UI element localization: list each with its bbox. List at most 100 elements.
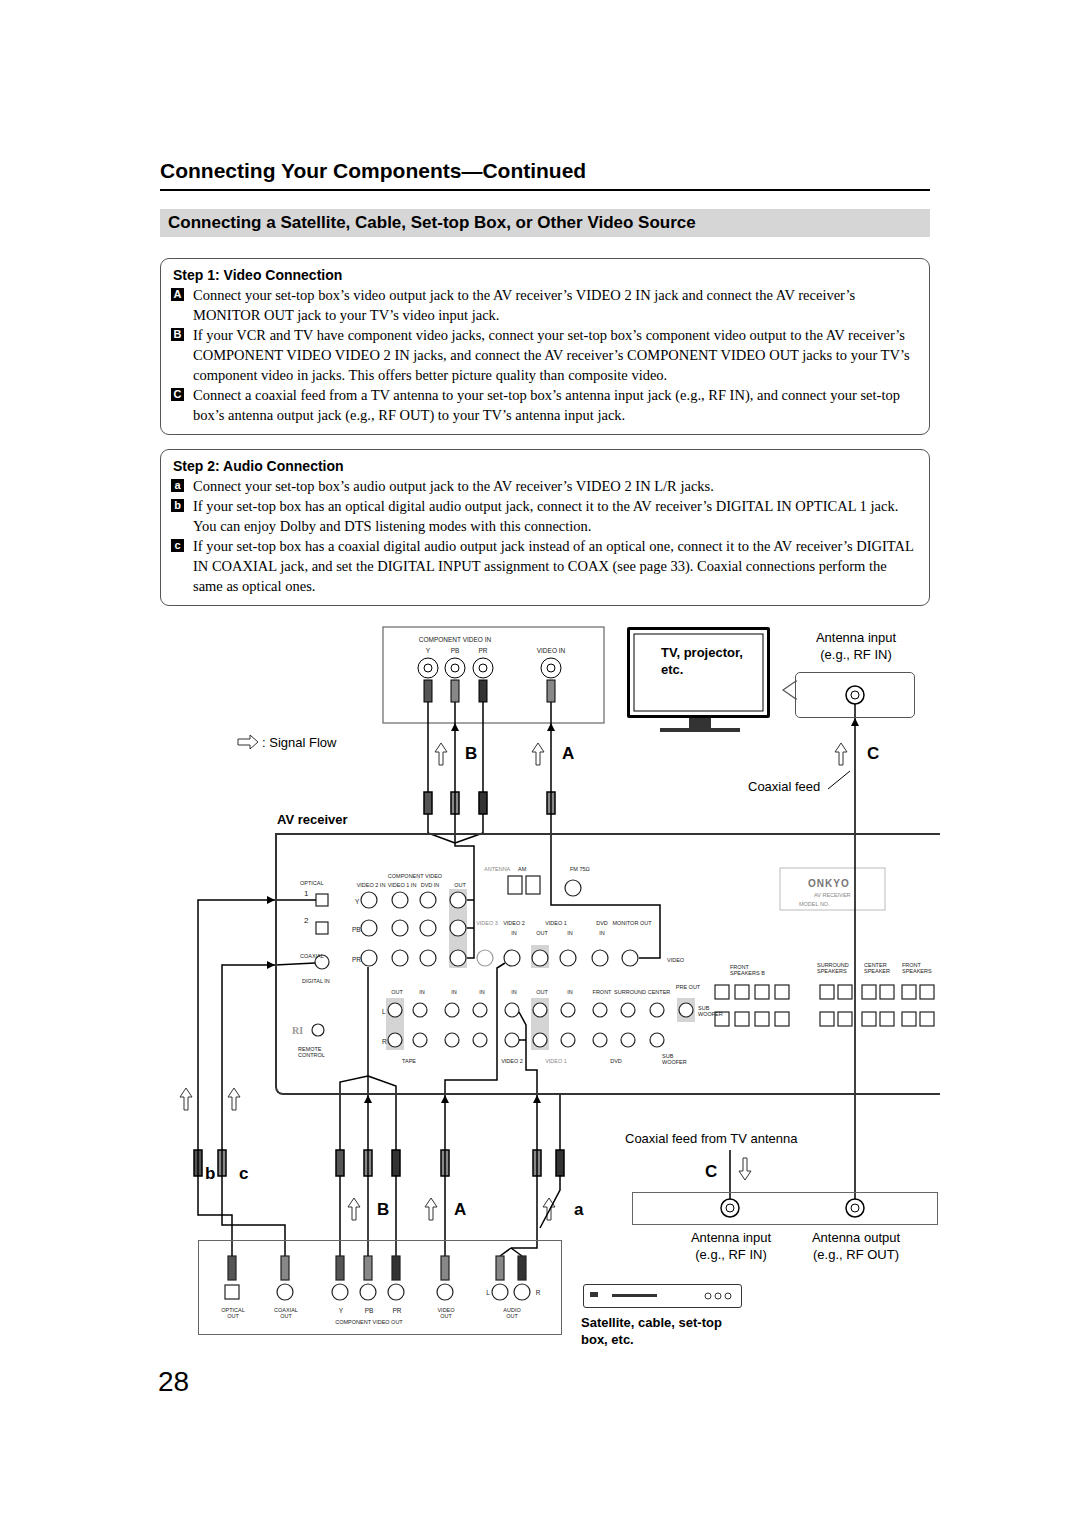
panel-label: SURROUND SPEAKERS <box>817 962 851 975</box>
cable-connector <box>454 723 456 833</box>
panel-label: PR <box>392 1307 401 1314</box>
receiver-jacks-part <box>392 920 408 936</box>
tv-set-part <box>634 634 763 711</box>
receiver-jacks-part <box>316 894 328 906</box>
panel-label: OUT <box>454 882 466 888</box>
receiver-jacks-part <box>679 1003 693 1017</box>
arrow-head <box>547 723 555 731</box>
receiver-jacks-part <box>920 1012 934 1026</box>
page-number: 28 <box>158 1366 189 1398</box>
panel-label: ANTENNA <box>484 866 510 872</box>
receiver-jacks-part <box>445 1033 459 1047</box>
step-box: Step 2: Audio ConnectionaConnect your se… <box>160 449 930 606</box>
signal-flow-arrows-part <box>435 743 447 765</box>
page-header: Connecting Your Components—Continued <box>160 158 586 184</box>
step-row: CConnect a coaxial feed from a TV antenn… <box>171 385 919 425</box>
receiver-jacks-part <box>533 1033 547 1047</box>
receiver-shading-part <box>531 945 549 968</box>
panel-label: SUB WOOFER <box>662 1053 690 1066</box>
signal-flow-arrows-part <box>543 1198 555 1220</box>
legend-sample-part <box>238 735 258 749</box>
panel-label: PR <box>352 956 361 963</box>
cable-connector <box>198 900 275 1240</box>
panel-label: Antenna input (e.g., RF IN) <box>804 629 908 663</box>
callout-letter: c <box>237 1164 250 1184</box>
arrow-head <box>364 1095 372 1103</box>
panel-label: DVD IN <box>421 882 440 888</box>
receiver-jacks-part <box>593 1003 607 1017</box>
tv-cables-part <box>454 702 456 723</box>
settop-device-part <box>612 1294 657 1297</box>
annotation: Coaxial feed <box>748 778 820 795</box>
receiver-jacks-part <box>392 950 408 966</box>
receiver-jacks-part <box>735 1012 749 1026</box>
panel-label: 1 <box>304 890 308 899</box>
instruction-text: Connect your set-top box’s audio output … <box>193 476 714 496</box>
settop-device-part <box>715 1293 721 1299</box>
receiver-jacks-part <box>388 1033 402 1047</box>
signal-flow-arrows-part <box>180 1088 192 1110</box>
panel-label: AM <box>518 866 526 872</box>
callout-letter: B <box>171 328 184 341</box>
tv-jacks-part <box>479 680 487 702</box>
settop-device <box>590 1292 731 1299</box>
settop-jacks-part <box>518 1256 526 1280</box>
panel-label: DIGITAL IN <box>302 978 330 984</box>
settop-device-part <box>705 1293 711 1299</box>
step-row: AConnect your set-top box’s video output… <box>171 285 919 325</box>
panel-label: FRONT <box>593 989 612 995</box>
receiver-jacks-part <box>920 985 934 999</box>
cable-connector <box>367 1095 369 1240</box>
antenna-callout: Antenna input (e.g., RF IN) <box>795 672 915 718</box>
panel-label: 2 <box>304 917 308 926</box>
panel-label: IN <box>567 930 573 936</box>
receiver-jacks-part <box>420 950 436 966</box>
receiver-jacks-part <box>533 1003 547 1017</box>
callout-letter: B <box>375 1200 391 1220</box>
receiver-jacks-part <box>593 1033 607 1047</box>
settop-device-part <box>725 1293 731 1299</box>
tv-jacks-part <box>541 658 561 678</box>
receiver-jacks-part <box>862 985 876 999</box>
signal-flow-arrows-part <box>532 743 544 765</box>
receiver-wires-part <box>551 833 660 958</box>
tv-jacks-part <box>418 658 438 678</box>
settop-cables-part <box>511 1240 537 1248</box>
panel-label: IN <box>451 989 457 995</box>
signal-flow-arrows-part <box>425 1198 437 1220</box>
receiver-jacks-part <box>361 892 377 908</box>
panel-label: RI <box>292 1025 303 1036</box>
receiver-wires-part <box>519 1012 537 1095</box>
panel-label: IN <box>479 989 485 995</box>
antenna-panel-parts-part <box>846 1199 864 1217</box>
tv-set: TV, projector, etc. <box>627 627 770 718</box>
panel-label: MODEL NO. <box>799 901 830 907</box>
tv-input-panel: COMPONENT VIDEO INYPBPRVIDEO IN <box>383 627 604 723</box>
antenna-bubble-parts-part <box>846 686 864 704</box>
panel-label: COMPONENT VIDEO <box>388 873 442 879</box>
panel-label: COAXIAL OUT <box>269 1307 303 1320</box>
panel-label: SURROUND <box>614 989 646 995</box>
panel-label: FRONT SPEAKERS B <box>730 964 772 977</box>
tv-jacks-part <box>479 664 487 672</box>
panel-label: PRE OUT <box>676 984 700 990</box>
panel-label: TV, projector, etc. <box>661 644 761 678</box>
callout-letter: b <box>203 1164 217 1184</box>
receiver-jacks-part <box>505 1033 519 1047</box>
panel-label: Y <box>339 1307 343 1314</box>
panel-label: OPTICAL OUT <box>216 1307 250 1320</box>
coaxial-leader-part <box>828 771 850 789</box>
settop-cables-part <box>284 1240 286 1256</box>
signal-flow-arrows-part <box>228 1088 240 1110</box>
tv-jacks-part <box>445 658 465 678</box>
receiver-jacks-part <box>561 1003 575 1017</box>
step-heading: Step 2: Audio Connection <box>171 456 919 476</box>
panel-label: REMOTE CONTROL <box>298 1046 330 1059</box>
receiver-jacks-part <box>420 920 436 936</box>
receiver-jacks-part <box>565 880 581 896</box>
cable-connector <box>854 718 856 1192</box>
settop-jacks-part <box>277 1284 293 1300</box>
panel-label: R <box>382 1038 387 1045</box>
receiver-jacks-part <box>532 950 548 966</box>
receiver-jacks-part <box>560 950 576 966</box>
